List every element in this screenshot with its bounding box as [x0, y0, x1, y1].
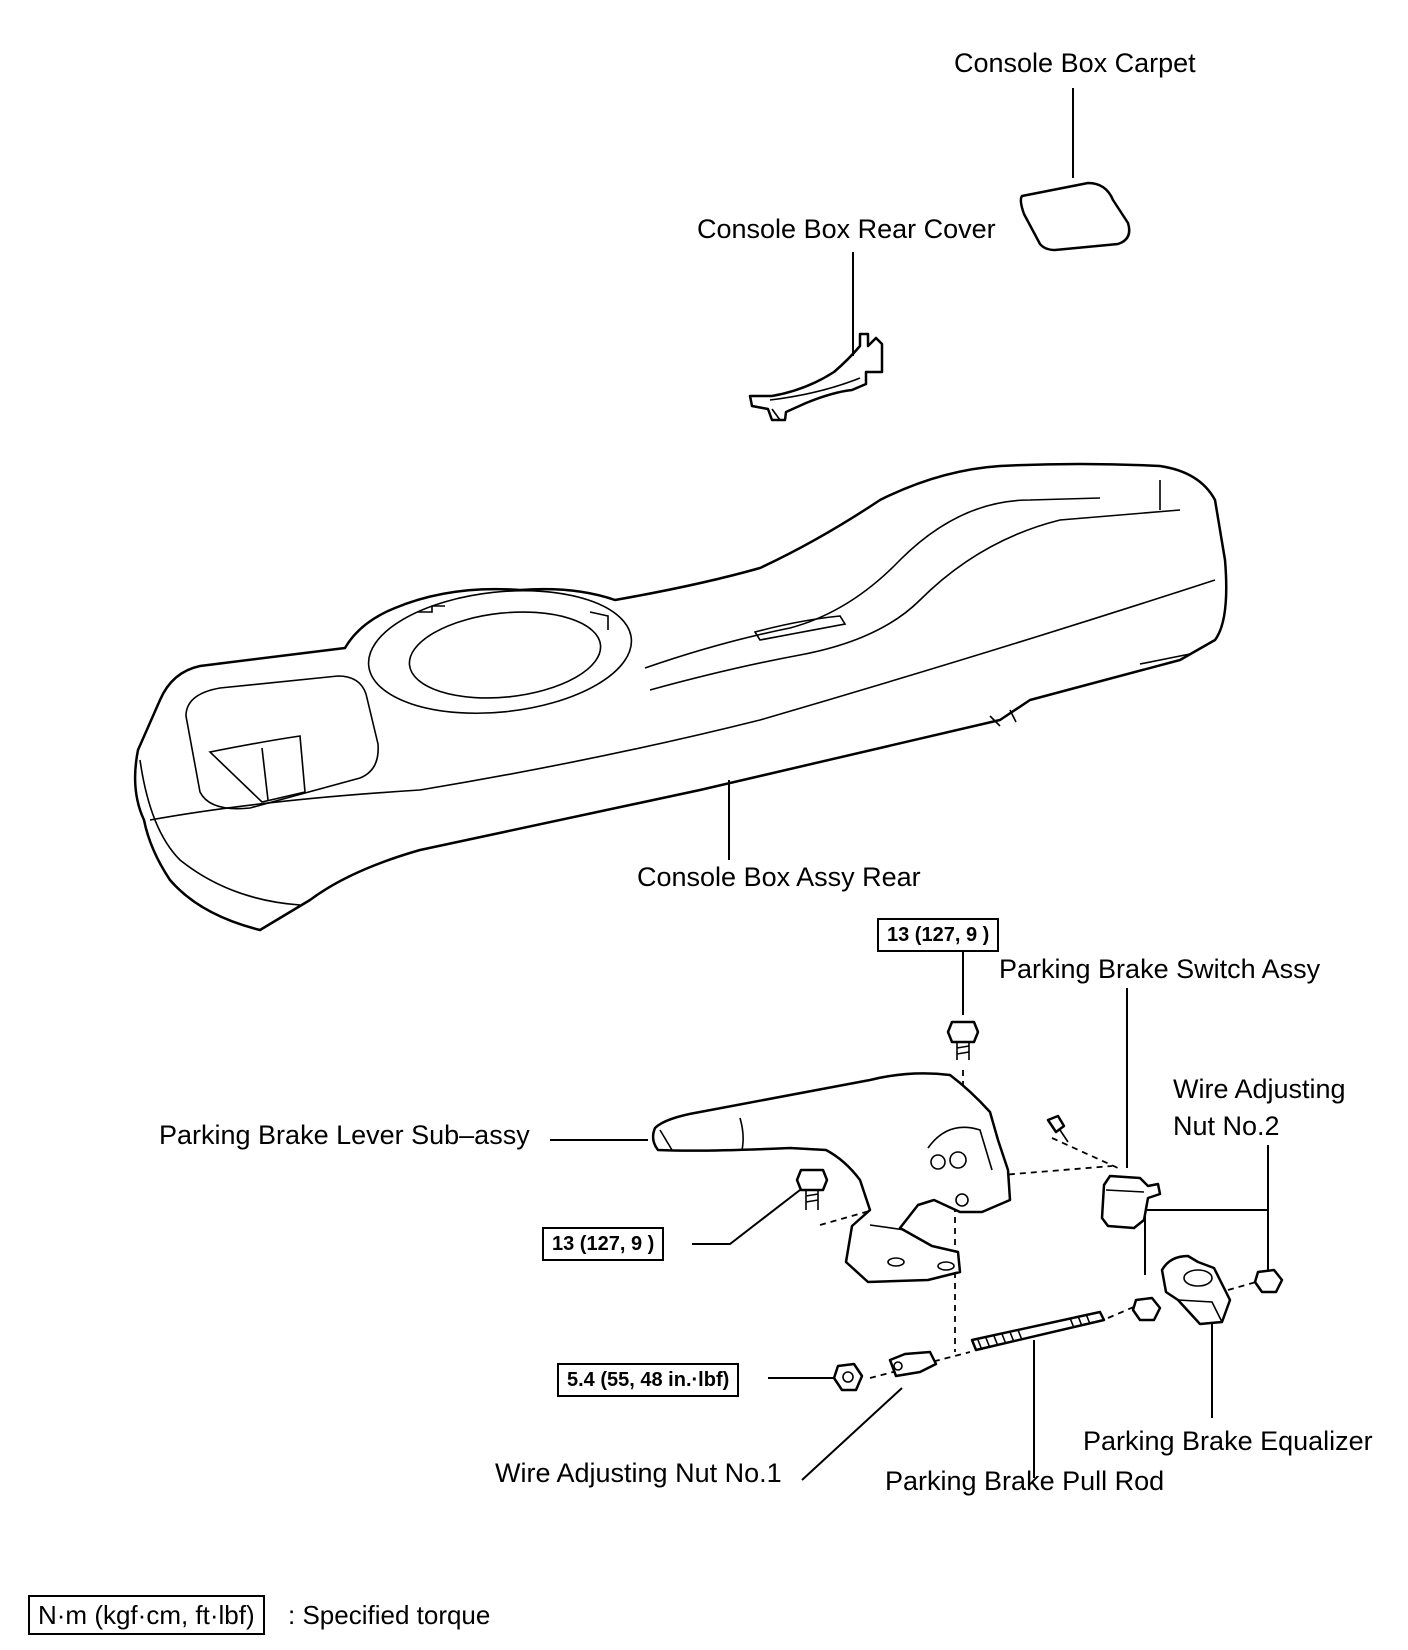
parking-brake-lever-part [651, 1072, 1012, 1284]
parking-brake-pull-rod-part [970, 1310, 1106, 1352]
parking-brake-equalizer-part [1160, 1254, 1232, 1326]
label-wire-adjusting-nut-no2-line2: Nut No.2 [1173, 1111, 1280, 1141]
switch-screw [1046, 1114, 1069, 1143]
switch-mount-bolt [946, 1020, 980, 1060]
console-box-assy-rear-part [133, 462, 1228, 932]
label-parking-brake-pull-rod: Parking Brake Pull Rod [885, 1466, 1165, 1496]
console-box-rear-cover-part [748, 332, 884, 422]
torque-box-lever-bolt: 13 (127, 9 ) [542, 1227, 665, 1261]
legend-unit-box: N·m (kgf·cm, ft·lbf) [28, 1595, 265, 1635]
label-console-box-rear-cover: Console Box Rear Cover [697, 214, 996, 244]
label-wire-adjusting-nut-no1: Wire Adjusting Nut No.1 [495, 1458, 782, 1488]
lever-mount-bolt [795, 1168, 829, 1210]
wire-adjusting-nut-no2-part [1253, 1268, 1284, 1294]
label-console-box-assy-rear: Console Box Assy Rear [637, 862, 921, 892]
leader-lines [550, 88, 1269, 1481]
wire-adjusting-nut-no1-part [888, 1350, 938, 1378]
torque-nut-part [832, 1362, 864, 1392]
legend-description: : Specified torque [288, 1600, 491, 1630]
torque-box-adjusting-nut: 5.4 (55, 48 in.·lbf) [557, 1363, 740, 1397]
torque-box-switch-bolt: 13 (127, 9 ) [877, 918, 1000, 952]
label-console-box-carpet: Console Box Carpet [954, 48, 1196, 78]
console-box-carpet-part [1019, 181, 1131, 252]
parking-brake-switch-part [1100, 1174, 1162, 1230]
label-parking-brake-equalizer: Parking Brake Equalizer [1083, 1426, 1373, 1456]
label-parking-brake-switch-assy: Parking Brake Switch Assy [999, 954, 1321, 984]
label-wire-adjusting-nut-no2-line1: Wire Adjusting [1173, 1074, 1346, 1104]
label-parking-brake-lever-sub-assy: Parking Brake Lever Sub–assy [159, 1120, 530, 1150]
equalizer-nut-part [1131, 1296, 1162, 1322]
